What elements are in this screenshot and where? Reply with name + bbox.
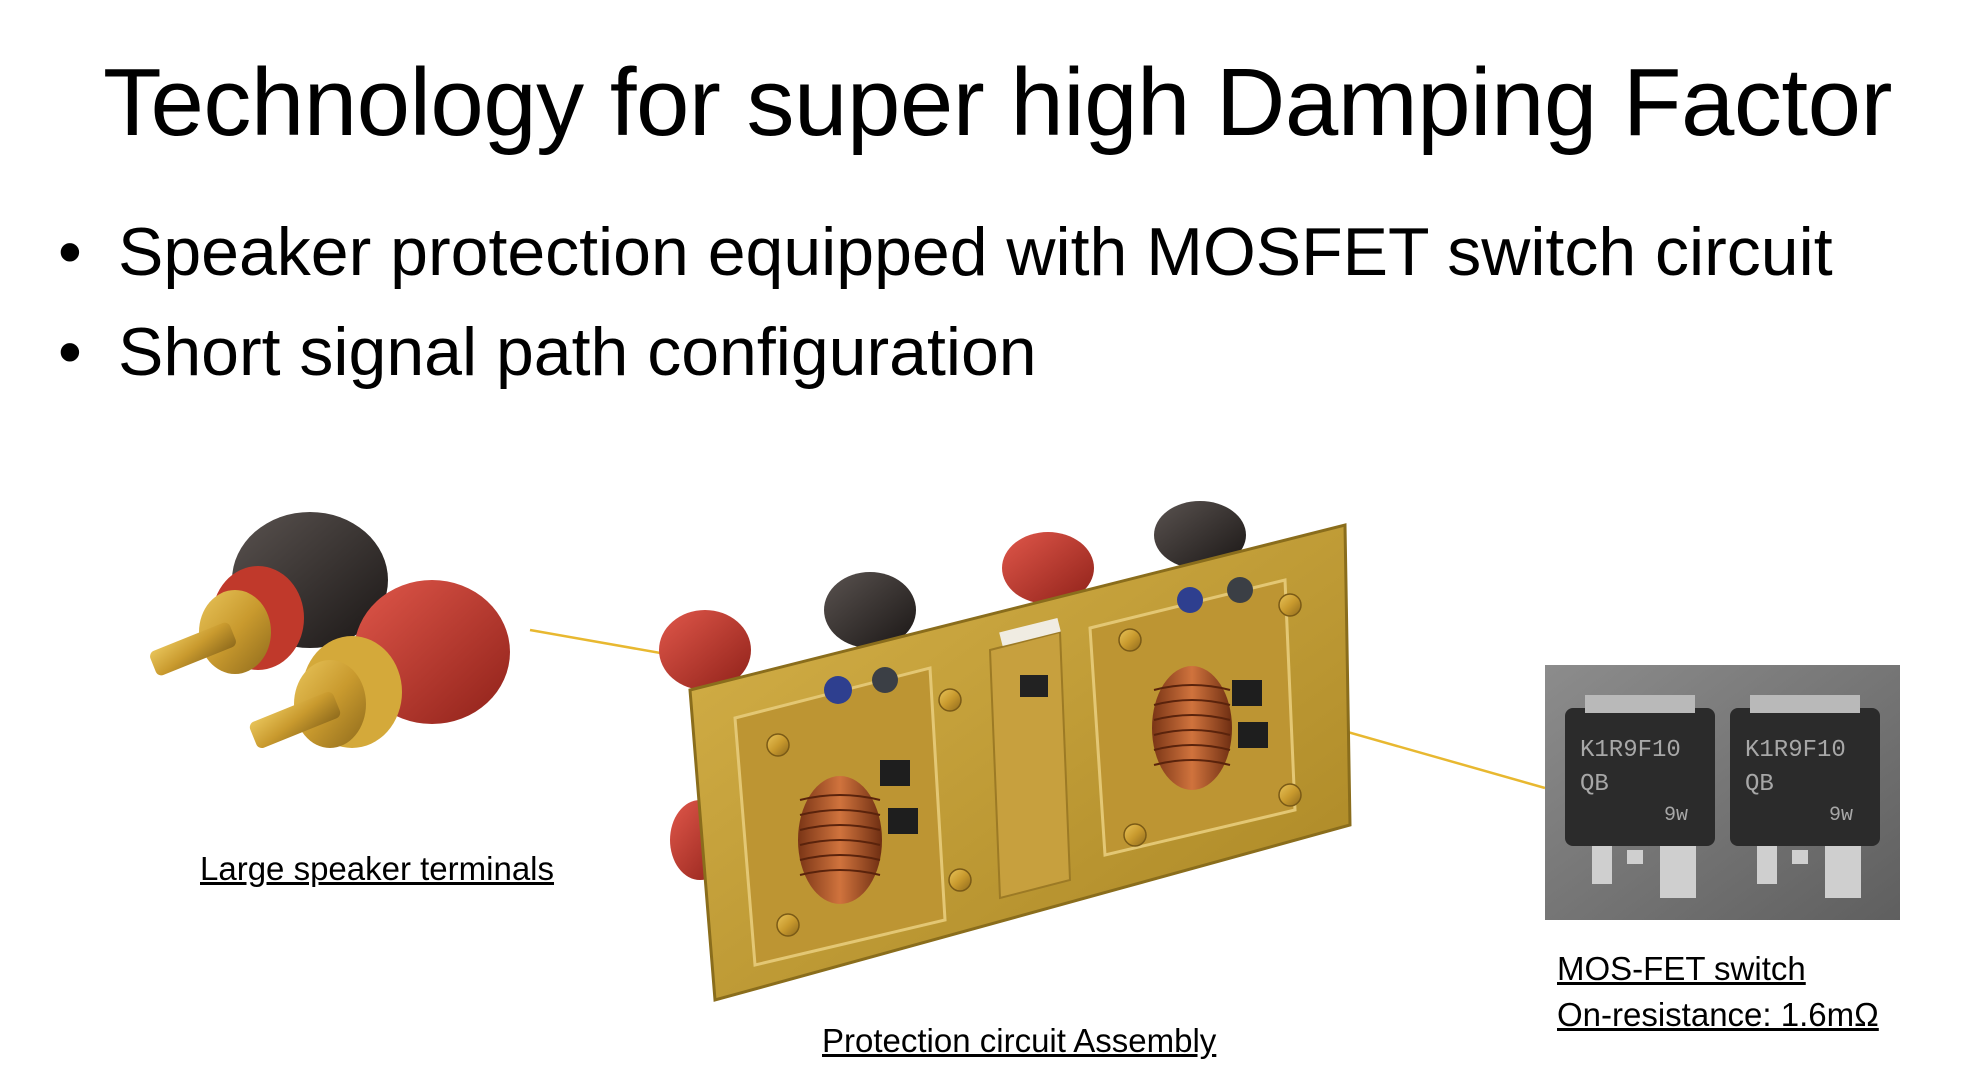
chip-marking-line2: QB xyxy=(1580,771,1609,798)
mosfet-lead xyxy=(1825,846,1861,898)
assembly-terminal-black xyxy=(824,572,916,648)
capacitor xyxy=(1227,577,1253,603)
chip-marking-line3: 9w xyxy=(1664,804,1688,827)
speaker-terminals-image xyxy=(150,512,510,749)
mosfet-package-left xyxy=(1565,708,1715,846)
mosfet-lead xyxy=(1757,846,1777,884)
mosfet-lead xyxy=(1592,846,1612,884)
caption-speaker-terminals: Large speaker terminals xyxy=(200,850,555,887)
bullet-dot: • xyxy=(58,314,82,390)
bullet-dot: • xyxy=(58,214,82,290)
mosfet-lead xyxy=(1660,846,1696,898)
mosfet-chip xyxy=(1238,722,1268,748)
black-terminal-post xyxy=(150,622,236,676)
mosfet-switch-photo: K1R9F10 QB 9w K1R9F10 QB 9w xyxy=(1545,665,1900,920)
capacitor xyxy=(872,667,898,693)
chip-marking-line1: K1R9F10 xyxy=(1580,737,1681,764)
mosfet-chip xyxy=(888,808,918,834)
mosfet-tab xyxy=(1585,695,1695,713)
assembly-terminal-black xyxy=(1154,501,1246,569)
chip-marking-line1: K1R9F10 xyxy=(1745,737,1846,764)
chip-marking-line3: 9w xyxy=(1829,804,1853,827)
capacitor xyxy=(1177,587,1203,613)
protection-circuit-assembly-image xyxy=(659,501,1352,1002)
caption-mosfet-name: MOS-FET switch xyxy=(1557,950,1806,987)
bullet-item: • Short signal path configuration xyxy=(58,312,1037,392)
mosfet-package-right xyxy=(1730,708,1880,846)
assembly-terminal-red xyxy=(1002,532,1094,604)
bullet-text: Short signal path configuration xyxy=(118,314,1037,390)
pcb-center-strip xyxy=(988,630,1072,900)
slide-title: Technology for super high Damping Factor xyxy=(103,49,1892,156)
caption-mosfet-resistance: On-resistance: 1.6mΩ xyxy=(1557,996,1879,1033)
ic-chip xyxy=(1020,675,1048,697)
mosfet-lead xyxy=(1792,850,1808,864)
right-inductor-coil xyxy=(1152,666,1232,790)
caption-protection-assembly: Protection circuit Assembly xyxy=(822,1022,1217,1059)
mosfet-lead xyxy=(1627,850,1643,864)
bullet-text: Speaker protection equipped with MOSFET … xyxy=(118,214,1833,290)
bullet-item: • Speaker protection equipped with MOSFET… xyxy=(58,212,1833,292)
capacitor xyxy=(824,676,852,704)
assembly-terminal-red xyxy=(659,610,751,690)
mosfet-chip xyxy=(1232,680,1262,706)
mosfet-chip xyxy=(880,760,910,786)
chip-marking-line2: QB xyxy=(1745,771,1774,798)
board-connector xyxy=(999,617,1061,647)
red-terminal-post xyxy=(249,691,341,749)
mosfet-tab xyxy=(1750,695,1860,713)
